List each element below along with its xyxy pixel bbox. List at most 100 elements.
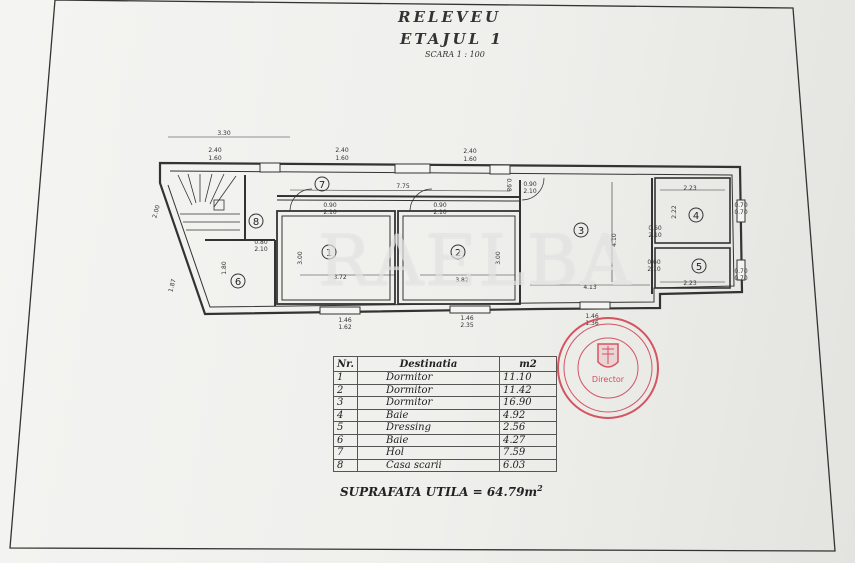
room-number-6: 6 (235, 277, 241, 288)
dim-room2-height: 3.00 (495, 251, 502, 265)
drawing-scale: SCARA 1 : 100 (425, 50, 485, 59)
dim-door3-top: 0.90 (523, 181, 537, 188)
dim-bottom-win1-bottom: 1.62 (338, 324, 352, 331)
row-destination: Baie (356, 433, 500, 447)
dim-door6-top: 0.80 (254, 239, 268, 246)
drawing-subtitle: ETAJUL 1 (400, 30, 504, 48)
dim-room4-height: 2.22 (671, 205, 678, 219)
room-1-outline (276, 210, 396, 305)
dim-door4-bottom: 2.10 (648, 232, 662, 239)
dim-room1-height: 3.00 (297, 251, 304, 265)
dim-room1-width: 3.72 (333, 274, 347, 281)
dim-room2-width: 3.82 (455, 277, 469, 284)
header-destinatia: Destinatia (356, 356, 500, 372)
total-usable-area: SUPRAFATA UTILA = 64.79m2 (340, 483, 543, 499)
room-number-3: 3 (578, 226, 584, 237)
row-destination: Dormitor (356, 383, 500, 397)
dim-bottom-win1-top: 1.46 (338, 317, 352, 324)
row-destination: Dormitor (356, 396, 500, 410)
dim-door5-top: 0.60 (647, 259, 661, 266)
dim-win5-bottom: 0.70 (734, 275, 748, 282)
table-header-row: Nr. Destinatia m2 (333, 356, 557, 372)
row-nr: 8 (333, 458, 358, 472)
exterior-wall-inner (167, 170, 735, 308)
dim-door1-bottom: 2.10 (323, 209, 337, 216)
row-area: 11.42 (498, 383, 557, 397)
row-destination: Baie (356, 408, 500, 422)
row-area: 4.27 (498, 433, 557, 447)
row-nr: 4 (333, 408, 358, 422)
dim-window-mid-top: 2.40 (335, 147, 349, 154)
stamp-director-text: Director (592, 375, 625, 384)
dim-window-mid-bottom: 1.60 (335, 155, 349, 162)
dim-bottom-win2-bottom: 2.35 (460, 322, 474, 329)
room-4-outline (654, 177, 731, 244)
row-area: 11.10 (498, 371, 557, 385)
room-number-5: 5 (696, 262, 702, 273)
row-nr: 6 (333, 433, 358, 447)
dim-door2-top: 0.90 (433, 202, 447, 209)
row-destination: Dormitor (356, 371, 500, 385)
dim-top-width: 3.30 (217, 130, 231, 137)
dim-win4-bottom: 0.70 (734, 209, 748, 216)
dim-left-side: 1.87 (167, 278, 177, 293)
drawing-title: RELEVEU (398, 8, 502, 26)
row-area: 7.59 (498, 446, 557, 460)
header-area: m2 (498, 356, 557, 372)
dim-door6-bottom: 2.10 (254, 246, 268, 253)
dim-room3-height: 4.10 (611, 233, 618, 247)
row-nr: 3 (333, 396, 358, 410)
dim-hall-length: 7.75 (396, 183, 410, 190)
header-nr: Nr. (333, 356, 358, 372)
room-number-4: 4 (693, 211, 699, 222)
total-usable-area-label: SUPRAFATA UTILA = 64.79m (340, 485, 538, 499)
dim-hall-width: 0.98 (505, 178, 512, 192)
dim-door2-bottom: 2.10 (433, 209, 447, 216)
dim-window-left-bottom: 1.60 (208, 155, 222, 162)
header-area-unit: m2 (519, 358, 537, 370)
row-destination: Dressing (356, 421, 500, 435)
room-number-1: 1 (326, 248, 332, 259)
dim-room3-width: 4.13 (583, 284, 597, 291)
row-area: 4.92 (498, 408, 557, 422)
dim-bottom-win3-top: 1.46 (585, 313, 599, 320)
row-area: 16.90 (498, 396, 557, 410)
official-stamp: Director (557, 317, 659, 419)
row-nr: 2 (333, 383, 358, 397)
dim-room6-height: 1.80 (221, 261, 228, 275)
room-number-8: 8 (253, 217, 259, 228)
dim-room5-width: 2.23 (683, 280, 697, 287)
staircase (177, 173, 240, 231)
row-destination: Hol (356, 446, 500, 460)
dim-door5-bottom: 2.10 (647, 266, 661, 273)
room-number-7: 7 (319, 180, 325, 191)
dim-win5-top: 0.70 (734, 268, 748, 275)
room-number-2: 2 (455, 248, 461, 259)
row-nr: 5 (333, 421, 358, 435)
dim-window-right-top: 2.40 (463, 148, 477, 155)
dim-window-left-top: 2.40 (208, 147, 222, 154)
room-5-outline (654, 247, 731, 289)
dim-bottom-win2-top: 1.46 (460, 315, 474, 322)
dim-stair-side: 2.00 (151, 204, 161, 219)
row-area: 2.56 (498, 421, 557, 435)
dim-room4-width: 2.23 (683, 185, 697, 192)
row-nr: 1 (333, 371, 358, 385)
dim-door1-top: 0.90 (323, 202, 337, 209)
row-destination: Casa scarii (356, 458, 500, 472)
dim-door3-bottom: 2.10 (523, 188, 537, 195)
row-area: 6.03 (498, 458, 557, 472)
dim-door4-top: 0.60 (648, 225, 662, 232)
total-usable-area-unit: 2 (537, 483, 543, 493)
